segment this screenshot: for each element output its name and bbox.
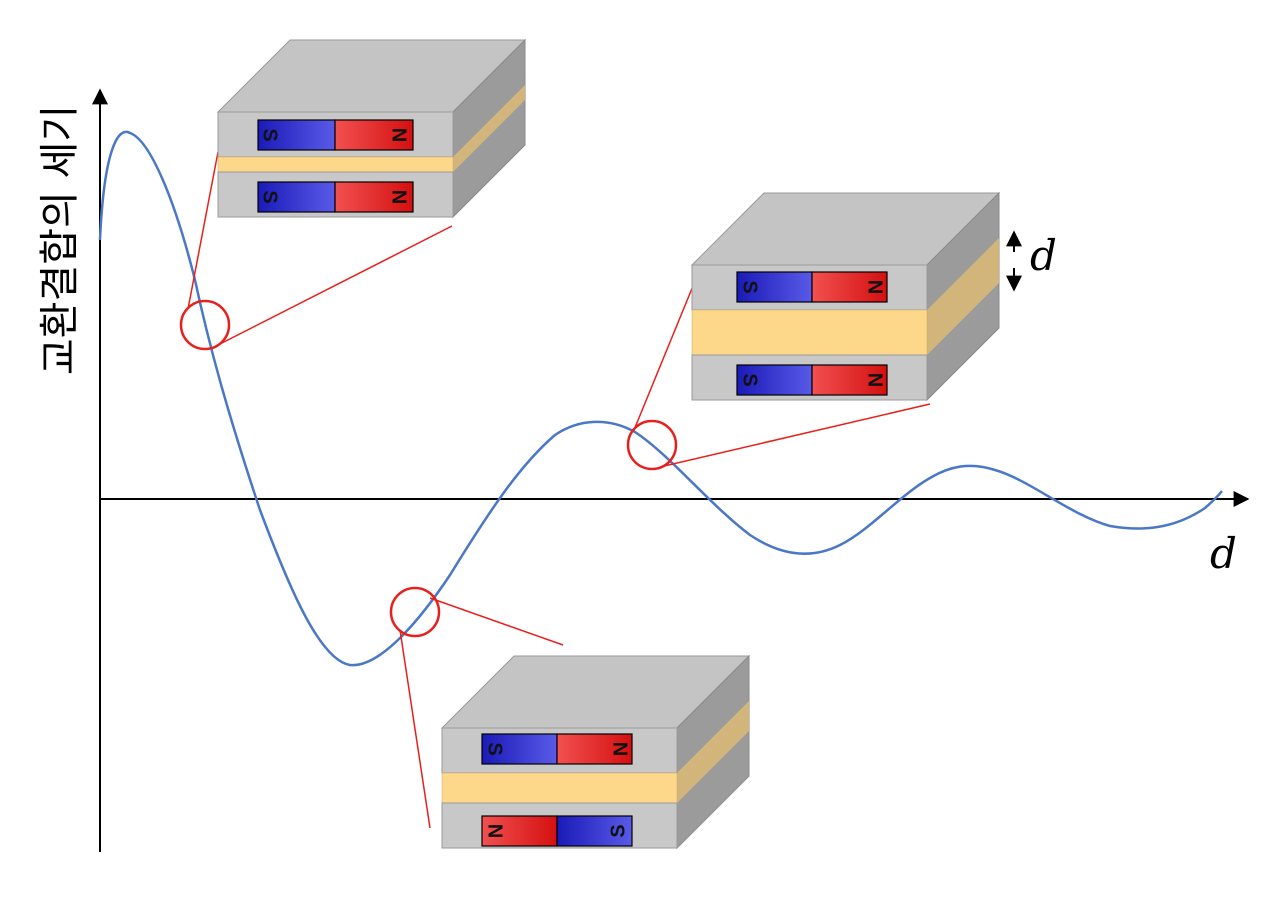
pole-label-south: S bbox=[259, 190, 281, 203]
pole-label-south: S bbox=[607, 824, 629, 837]
ferromagnetic-stack-2: S N S N bbox=[690, 191, 1001, 402]
callout-line bbox=[217, 225, 453, 346]
pole-label-north: N bbox=[609, 742, 631, 756]
coupling-curve bbox=[98, 130, 1223, 667]
pole-label-north: N bbox=[485, 824, 507, 838]
antiferromagnetic-stack: S N N S bbox=[440, 654, 751, 850]
pole-label-south: S bbox=[484, 742, 506, 755]
callout-line bbox=[399, 629, 431, 829]
callout-circle-1 bbox=[179, 299, 231, 351]
callout-circle-3 bbox=[389, 586, 441, 638]
callout-line bbox=[659, 403, 931, 468]
pole-label-north: N bbox=[388, 190, 410, 204]
pole-label-north: N bbox=[388, 128, 410, 142]
pole-label-south: S bbox=[739, 373, 761, 386]
callout-line bbox=[633, 285, 694, 431]
pole-label-south: S bbox=[739, 280, 761, 293]
ferromagnetic-stack-1: S N S N bbox=[216, 38, 527, 219]
pole-label-south: S bbox=[259, 128, 281, 141]
y-axis-label: 교환결합의 세기 bbox=[37, 105, 83, 375]
pole-label-north: N bbox=[864, 280, 886, 294]
pole-label-north: N bbox=[864, 373, 886, 387]
thickness-label: d bbox=[1030, 231, 1057, 280]
callout-circle-2 bbox=[626, 419, 678, 471]
callout-line bbox=[429, 597, 564, 646]
x-axis-label: d bbox=[1210, 529, 1237, 578]
callout-line bbox=[187, 151, 219, 310]
